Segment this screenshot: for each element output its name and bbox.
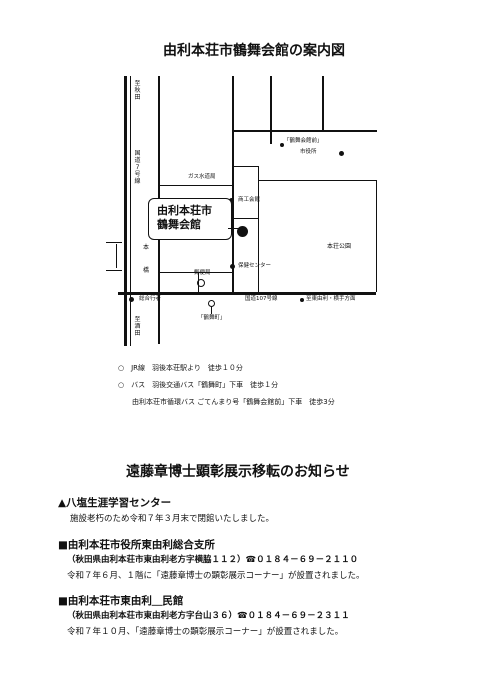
shoko-dot (229, 198, 234, 203)
section-branch-text: 令和７年６月、１階に「遠藤章博士の顕彰展示コーナー」が設置されました。 (67, 571, 365, 581)
street (232, 76, 234, 154)
label-route-7: 国道7号線 (134, 150, 141, 185)
section-kominkan-text: 令和７年１０月、「遠藤章博士の顕彰展示コーナー」が設置されました。 (67, 627, 344, 637)
bus-stop-dot (280, 143, 284, 147)
label-to-akita: 至秋田 (134, 80, 141, 101)
label-tsurumai-stop: 「鶴舞町」 (198, 315, 226, 321)
street (232, 166, 258, 167)
label-to-higashi: 至東由利・横手方面 (306, 296, 356, 302)
hall-label-line1: 由利本荘市 (157, 204, 212, 217)
callout-pointer (228, 228, 240, 229)
street (160, 272, 232, 273)
street (160, 185, 232, 186)
hall-callout: 由利本荘市 鶴舞会館 (148, 198, 232, 240)
street (232, 130, 377, 132)
street (376, 180, 377, 292)
post-office-marker (197, 279, 205, 287)
access-bus: ○ バス 羽後交通バス「鶴舞町」下車 徒歩１分 (118, 381, 279, 389)
route-107-road (118, 292, 376, 295)
street (322, 76, 324, 131)
label-hoken: 保健センター (238, 263, 272, 269)
street (258, 180, 376, 181)
street (270, 76, 272, 144)
label-kakubu-mae: 「鶴舞会館前」 (284, 138, 323, 144)
city-hall-dot (339, 151, 344, 156)
section-yashio-text: 施設老朽のため令和７年３月末で閉館いたしました。 (70, 514, 275, 524)
hall-location-dot (237, 226, 248, 237)
section-branch-address: （秋田県由利本荘市東由利老方字横脇１１２）☎０１８４－６９－２１１０ (67, 555, 359, 565)
stop-pole (211, 306, 212, 314)
route107-dot (300, 298, 304, 302)
section-yashio-heading: ▲八塩生涯学習センター (58, 497, 172, 509)
section-kominkan-address: （秋田県由利本荘市東由利老方字台山３６）☎０１８４－６９－２３１１ (67, 611, 350, 621)
label-hon: 本 (143, 244, 150, 251)
label-koen: 本荘公園 (327, 243, 352, 250)
street (232, 154, 234, 292)
label-shoko: 商工会館 (238, 197, 261, 203)
label-route-107: 国道107号線 (245, 296, 278, 302)
map-title: 由利本荘市鶴舞会館の案内図 (163, 43, 345, 59)
label-gas: ガス水道局 (188, 174, 216, 180)
access-loop-bus: 由利本荘市循環バス ごてんまり号「鶴舞会館前」下車 徒歩3分 (132, 398, 335, 406)
railway-line (124, 76, 127, 346)
access-jr: ○ JR線 羽後本荘駅より 徒歩１０分 (118, 364, 243, 372)
label-bridge: 橋 (143, 267, 150, 274)
railway-line-inner (130, 76, 131, 346)
street (232, 218, 258, 219)
hoken-dot (230, 264, 235, 269)
notice-title: 遠藤章博士顕彰展示移転のお知らせ (126, 464, 350, 480)
label-city-hall: 市役所 (300, 149, 317, 155)
station-dot (129, 297, 134, 302)
river-mark (106, 270, 122, 271)
street (258, 166, 259, 292)
label-to-sakata: 至酒田 (134, 316, 141, 337)
label-post-office: 郵便局 (194, 270, 211, 276)
river-mark (106, 242, 122, 243)
hall-label-line2: 鶴舞会館 (157, 218, 201, 231)
section-kominkan-heading: ■由利本荘市東由利＿民館 (58, 595, 184, 607)
river-mark (116, 244, 117, 268)
section-branch-heading: ■由利本荘市役所東由利総合支所 (58, 539, 215, 551)
label-sogo: 総合行者 (139, 296, 162, 302)
